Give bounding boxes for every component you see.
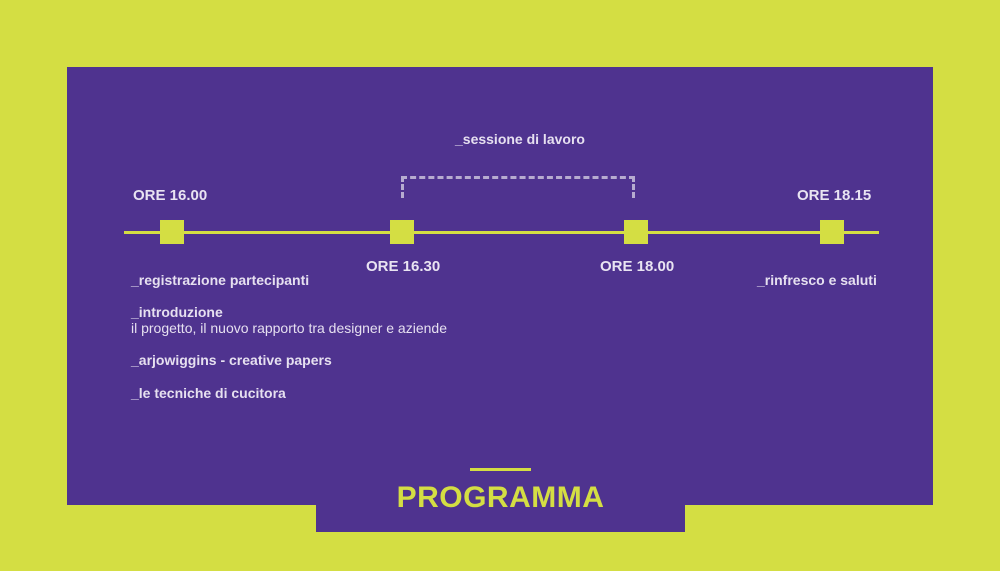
time-1600: ORE 16.00 [133,187,208,204]
time-1630: ORE 16.30 [366,258,441,275]
session-label: _sessione di lavoro [455,131,585,147]
item-tecniche: _le tecniche di cucitora [131,385,286,401]
item-rinfresco: _rinfresco e saluti [757,272,877,288]
timeline-marker-1600 [160,220,184,244]
page-title: PROGRAMMA [396,481,605,514]
time-1815: ORE 18.15 [797,187,872,204]
timeline-line [124,231,879,234]
item-introduzione-desc: il progetto, il nuovo rapporto tra desig… [131,320,447,336]
program-panel [67,67,933,505]
item-introduzione: _introduzione [131,304,223,320]
session-bracket [401,176,635,198]
timeline-marker-1815 [820,220,844,244]
time-1800: ORE 18.00 [600,258,675,275]
timeline-marker-1800 [624,220,648,244]
title-accent-bar [470,468,531,471]
item-arjowiggins: _arjowiggins - creative papers [131,352,332,368]
program-panel-tab [316,500,685,532]
timeline-marker-1630 [390,220,414,244]
item-registrazione: _registrazione partecipanti [131,272,310,288]
